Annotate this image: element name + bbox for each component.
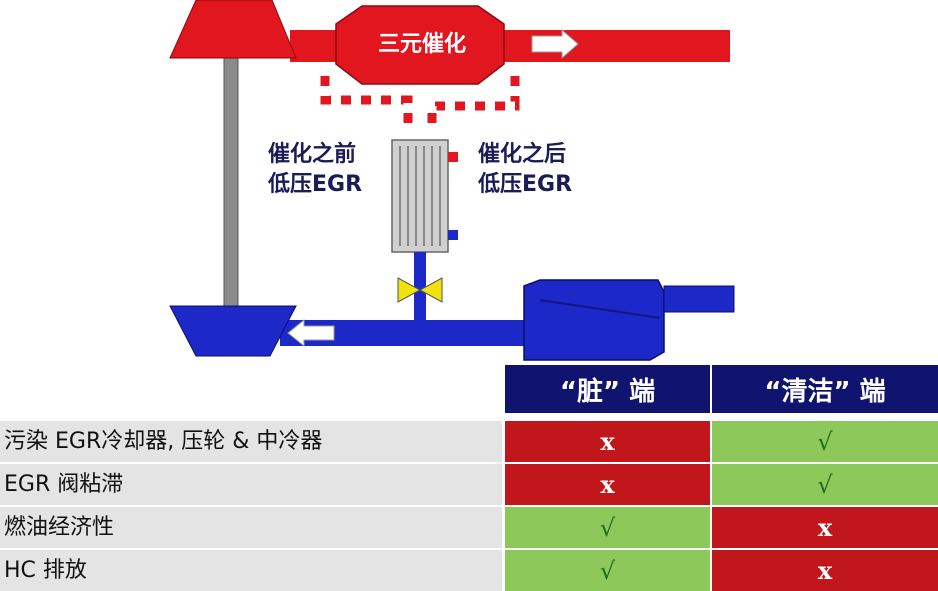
before-label-line1: 催化之前 [268,142,357,167]
egr-dashed-routes [320,66,520,130]
table-row: HC 排放 √ x [0,550,938,591]
before-catalyst-label: 催化之前 低压EGR [268,140,362,200]
exhaust-flow-arrow [531,28,579,60]
converter-label: 三元催化 [377,32,466,57]
compressor-housing [169,305,297,357]
after-label-line2: 低压EGR [478,172,573,197]
air-filter [523,279,735,361]
egr-return-pipe [414,252,426,332]
comparison-table: “脏” 端 “清洁” 端 污染 EGR冷却器, 压轮 & 中冷器 x √ EGR… [0,365,938,591]
row-label: 污染 EGR冷却器, 压轮 & 中冷器 [0,421,502,462]
egr-valve [397,277,443,303]
clean-cell: x [712,507,938,548]
dirty-cell: √ [505,550,710,591]
header-dirty-end: “脏” 端 [505,365,710,413]
row-label: EGR 阀粘滞 [0,464,502,505]
clean-cell: √ [712,464,938,505]
three-way-catalyst [335,5,505,85]
row-label: 燃油经济性 [0,507,502,548]
after-catalyst-label: 催化之后 低压EGR [478,140,572,200]
row-label: HC 排放 [0,550,502,591]
header-clean-end: “清洁” 端 [712,365,938,413]
before-label-line2: 低压EGR [268,172,363,197]
turbo-shaft [223,57,239,311]
intake-flow-arrow [287,318,335,348]
clean-cell: x [712,550,938,591]
after-label-line1: 催化之后 [478,142,567,167]
dirty-cell: x [505,464,710,505]
egr-cooler [391,139,458,253]
table-row: 污染 EGR冷却器, 压轮 & 中冷器 x √ [0,421,938,462]
dirty-cell: √ [505,507,710,548]
clean-cell: √ [712,421,938,462]
egr-system-diagram [169,0,735,361]
turbine-housing [169,0,297,59]
table-row: 燃油经济性 √ x [0,507,938,548]
table-row: EGR 阀粘滞 x √ [0,464,938,505]
dirty-cell: x [505,421,710,462]
